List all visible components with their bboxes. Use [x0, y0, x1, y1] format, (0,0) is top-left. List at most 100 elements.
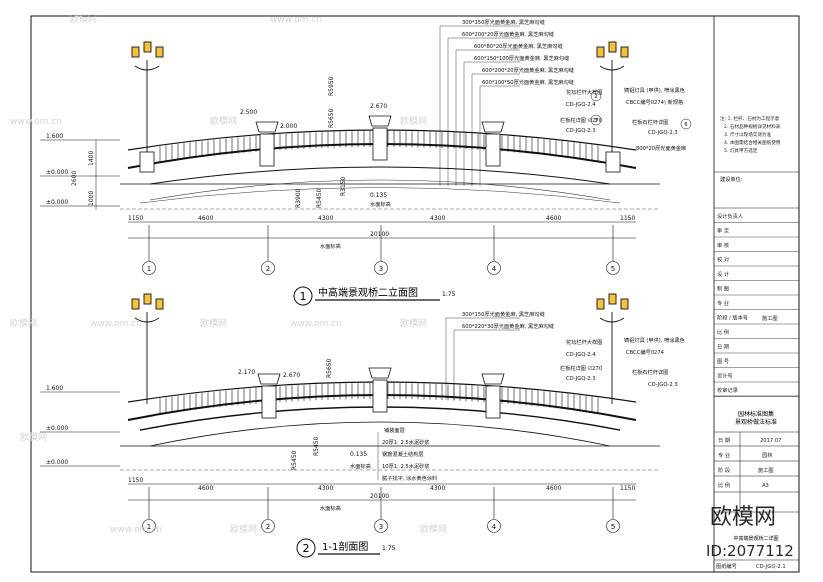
- detail-note: 栏板石栏杆详图: [632, 368, 668, 376]
- watermark-brand: 欧模网: [230, 523, 257, 535]
- detail-note: 花坛栏杆大样图: [566, 88, 602, 96]
- grid-label: 3: [379, 265, 383, 273]
- span-dim: 4600: [198, 215, 213, 222]
- detail-note: 栏板柱详图 ∅270: [560, 116, 602, 124]
- vertical-dim: 1000: [88, 191, 95, 206]
- pro-value: 园林: [762, 451, 773, 459]
- callout-text: 300*150厚光面黄金麻, 黑芝麻勾缝: [462, 18, 545, 26]
- watermark-site: www.om.cn: [110, 525, 162, 535]
- grid-label: 2: [266, 523, 270, 531]
- balusters: [159, 131, 599, 163]
- level-label: 1.600: [46, 133, 63, 140]
- drawing-no: CD-JGQ-2.1: [756, 564, 786, 570]
- view-scale: 1:75: [442, 291, 456, 298]
- span-dim: 1150: [620, 215, 635, 222]
- table-row: 比 例: [717, 328, 729, 336]
- detail-ref: CD-JGQ-2.4: [566, 102, 596, 108]
- date-value: 2017.07: [760, 438, 781, 444]
- watermarks: 欧模网 www.om.cn 欧模网 欧模网 www.om.cn 欧模网 欧模网 …: [10, 13, 794, 560]
- detail-ref: CD-JGQ-2.3: [566, 128, 596, 134]
- level-label: ±0.000: [46, 199, 68, 206]
- note-line: 5. 灯具甲方选定: [724, 147, 758, 154]
- layer-note: 铺装面层: [384, 426, 405, 434]
- firm-line2: 景观桥做法标准: [735, 418, 777, 426]
- table-row: 校审记录: [717, 386, 738, 394]
- radius-label: R5450: [316, 188, 323, 208]
- water-level-label: 水面标高: [320, 242, 341, 250]
- note-line: 2. 石材品种规格详见材料表: [724, 123, 781, 130]
- detail-note: 栏板柱详图 ∅270: [560, 364, 602, 372]
- ref-circle: 3: [594, 118, 597, 124]
- span-dim: 1150: [620, 485, 635, 492]
- table-row: 专 业: [717, 299, 729, 307]
- grid-axes: [142, 225, 620, 275]
- ref-circle: 2: [594, 94, 597, 100]
- span-dims: 1150 4600 4300 4300 4600 1150 20100: [128, 215, 635, 238]
- callout-text: 300*150厚光面黄金麻, 黑芝麻勾缝: [462, 310, 545, 318]
- watermark-brand: 欧模网: [400, 317, 427, 329]
- callout-text: 600*220*30厚光面黄金麻, 黑芝麻勾缝: [462, 322, 554, 330]
- detail-ref: CD-JGQ-2.3: [566, 376, 596, 382]
- table-row: 审 定: [717, 227, 729, 235]
- elev-label: 2.170: [238, 369, 255, 376]
- layer-note: 10厚1: 2.5水泥砂浆: [382, 462, 430, 470]
- vertical-dim: 1400: [88, 151, 95, 166]
- sheet-border: [30, 15, 800, 573]
- watermark-brand: 欧模网: [200, 317, 227, 329]
- drawing-no-label: 图纸编号: [716, 562, 737, 570]
- watermark-site: www.om.cn: [90, 319, 142, 329]
- level-label: ±0.000: [46, 459, 68, 466]
- span-dim: 4300: [430, 215, 445, 222]
- level-label: ±0.000: [46, 169, 68, 176]
- watermark-site: www.om.cn: [270, 15, 322, 25]
- span-dim: 4300: [318, 485, 333, 492]
- detail-note: 栏板石栏杆详图: [632, 118, 668, 126]
- layer-note: 腻子找平, 涂水黄色涂料: [382, 474, 437, 482]
- total-dim: 20100: [370, 231, 389, 238]
- client-label: 建设单位:: [720, 175, 743, 183]
- callout-text: 600*150*100厚光面黄金麻, 黑芝麻勾缝: [474, 54, 569, 62]
- general-notes: 注: 1. 栏杆、石材为工程示意 2. 石材品种规格详见材料表 3. 尺寸以现场…: [720, 115, 781, 154]
- callout-text: 600*80*20厚光面黄金麻, 黑芝麻勾缝: [474, 42, 563, 50]
- watermark-brand: 欧模网: [70, 13, 97, 25]
- span-dim: 4300: [430, 485, 445, 492]
- table-row: 审 核: [717, 241, 729, 249]
- watermark-site: www.om.cn: [290, 319, 342, 329]
- section-view: 1.600 ±0.000 ±0.000 2.170 2.670 0.135 R5…: [40, 293, 685, 558]
- table-row: 设 计: [717, 270, 729, 278]
- elevation-view: 1.600 ±0.000 ±0.000 1400 2600 1000 2.500…: [40, 18, 692, 306]
- note-line: 注: 1. 栏杆、石材为工程示意: [720, 115, 780, 122]
- elev-label: 0.135: [370, 192, 387, 199]
- planters: [257, 367, 505, 419]
- watermark-brand: 欧模网: [400, 115, 427, 127]
- ref-circle: 6: [684, 122, 687, 128]
- total-dim: 20100: [370, 493, 389, 500]
- title-block: 注: 1. 栏杆、石材为工程示意 2. 石材品种规格详见材料表 3. 尺寸以现场…: [714, 115, 799, 570]
- stage-value: 施工图: [758, 466, 774, 474]
- watermark-logo: 欧模网: [710, 505, 776, 530]
- level-label: 1.600: [46, 385, 63, 392]
- span-dim: 4600: [546, 215, 561, 222]
- grid-label: 1: [147, 523, 151, 531]
- callout-text: 600*100*50厚光面黄金麻, 黑芝麻勾缝: [482, 78, 574, 86]
- table-row: 制 图: [717, 285, 729, 293]
- watermark-brand: 欧模网: [420, 523, 447, 535]
- grid-label: 5: [611, 265, 615, 273]
- view-scale: 1:75: [382, 545, 396, 552]
- detail-note: 花坛栏杆大样图: [566, 338, 602, 346]
- radius-label: R3900: [295, 188, 302, 208]
- span-dims: 1150 4600 4300 4300 4600 1150 20100: [128, 477, 635, 500]
- grid-label: 4: [492, 265, 497, 273]
- layer-notes: 铺装面层 20厚1: 2.5水泥砂浆 钢筋混凝土结构层 10厚1: 2.5水泥砂…: [377, 426, 437, 482]
- radius-label: R5650: [326, 358, 333, 378]
- water-level-label: 水面标高: [320, 504, 341, 512]
- layer-note: 20厚1: 2.5水泥砂浆: [382, 438, 430, 446]
- radius-label: R5650: [328, 108, 335, 128]
- table-row: 日 期: [717, 344, 729, 351]
- water-level-label: 水面标高: [370, 200, 391, 208]
- detail-note: 铸铝灯具 (甲供), 喷涂黑色: [624, 86, 685, 94]
- grid-label: 4: [492, 523, 497, 531]
- table-row: 阶段 / 版本号: [717, 314, 748, 322]
